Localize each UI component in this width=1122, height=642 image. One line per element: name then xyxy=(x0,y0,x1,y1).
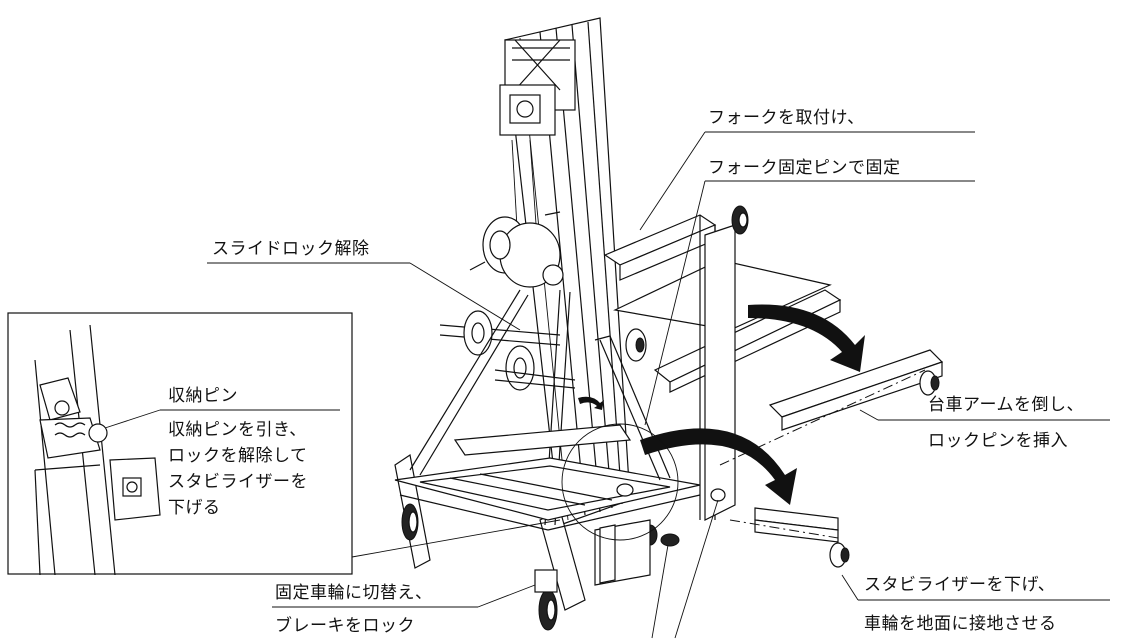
transport-wheels xyxy=(439,310,576,391)
arm-callout-line1: 台車アームを倒し、 xyxy=(928,395,1084,415)
stabilizer-callout-line1: スタビライザーを下げ、 xyxy=(864,575,1056,595)
slide-lock-callout: スライドロック解除 xyxy=(212,239,370,259)
forks xyxy=(603,205,842,521)
storage-pin-line1: 収納ピンを引き、 xyxy=(168,420,307,440)
leader-lines xyxy=(104,131,1110,639)
stabilizer-callout-line2: 車輪を地面に接地させる xyxy=(864,614,1057,634)
caster-callout-line2: ブレーキをロック xyxy=(275,616,415,636)
inset-detail xyxy=(7,312,353,576)
storage-pin-line2: ロックを解除して xyxy=(168,446,308,466)
storage-pin-line4: 下げる xyxy=(168,498,221,518)
caster-callout-line1: 固定車輪に切替え、 xyxy=(275,583,433,603)
storage-pin-title: 収納ピン xyxy=(168,386,238,406)
cart-arm xyxy=(719,349,944,568)
storage-pin-line3: スタビライザーを xyxy=(168,472,308,492)
winch xyxy=(469,211,564,288)
fork-callout-line1: フォークを取付け、 xyxy=(708,108,865,128)
fork-callout-line2: フォーク固定ピンで固定 xyxy=(708,158,901,178)
arm-callout-line2: ロックピンを挿入 xyxy=(928,431,1068,451)
